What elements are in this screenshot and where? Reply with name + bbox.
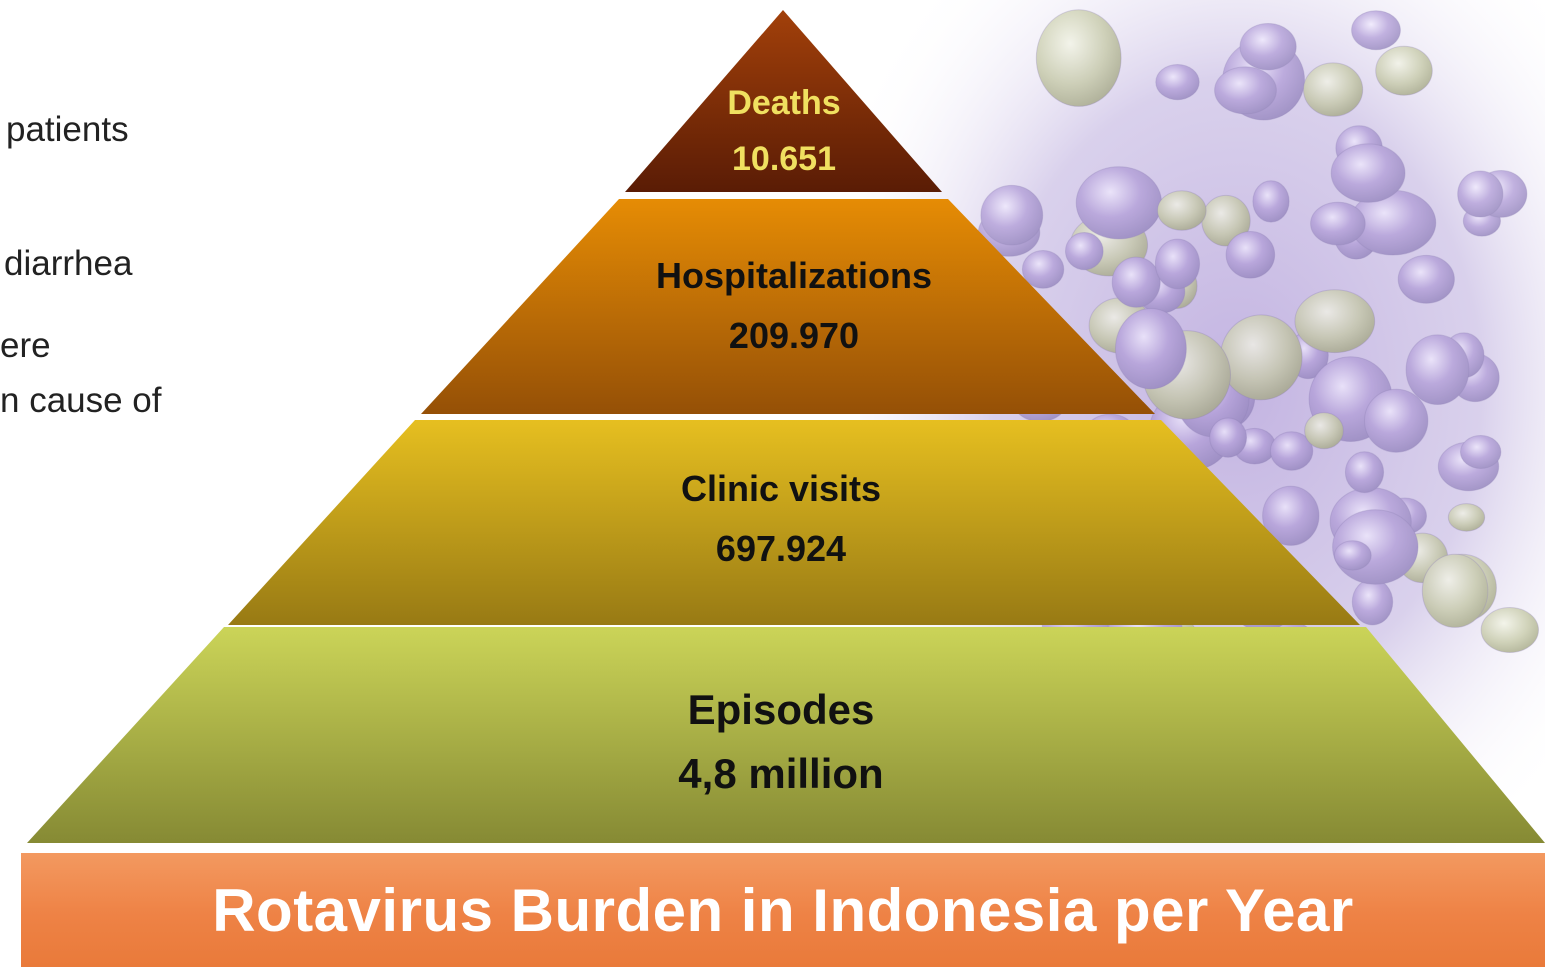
layer-name: Hospitalizations xyxy=(655,255,933,296)
layer-value: 697.924 xyxy=(715,528,847,569)
title-banner: Rotavirus Burden in Indonesia per Year xyxy=(21,853,1545,967)
layer-label-hospitalizations: Hospitalizations 209.970 xyxy=(594,258,994,354)
left-bullet-text: patients diarrhea ere n cause of xyxy=(0,0,260,480)
burden-pyramid xyxy=(27,10,1545,843)
layer-label-deaths: Deaths 10.651 xyxy=(684,86,884,176)
pyramid-layer-deaths xyxy=(625,10,942,192)
layer-label-clinic-visits: Clinic visits 697.924 xyxy=(581,471,981,567)
layer-value: 4,8 million xyxy=(678,750,884,797)
pyramid-layer-clinic-visits xyxy=(228,420,1360,625)
pyramid-layer-episodes xyxy=(27,627,1545,843)
layer-name: Deaths xyxy=(727,84,841,122)
left-text-line: n cause of xyxy=(0,381,162,420)
left-text-line: ere xyxy=(0,326,51,365)
layer-value: 209.970 xyxy=(728,315,860,356)
left-text-line: diarrhea xyxy=(4,244,133,283)
pyramid-layer-hospitalizations xyxy=(421,199,1155,414)
banner-title: Rotavirus Burden in Indonesia per Year xyxy=(212,876,1354,944)
layer-label-episodes: Episodes 4,8 million xyxy=(581,689,981,795)
layer-name: Clinic visits xyxy=(680,468,882,509)
left-text-line: patients xyxy=(6,110,129,149)
layer-value: 10.651 xyxy=(732,140,836,178)
layer-name: Episodes xyxy=(687,686,875,733)
